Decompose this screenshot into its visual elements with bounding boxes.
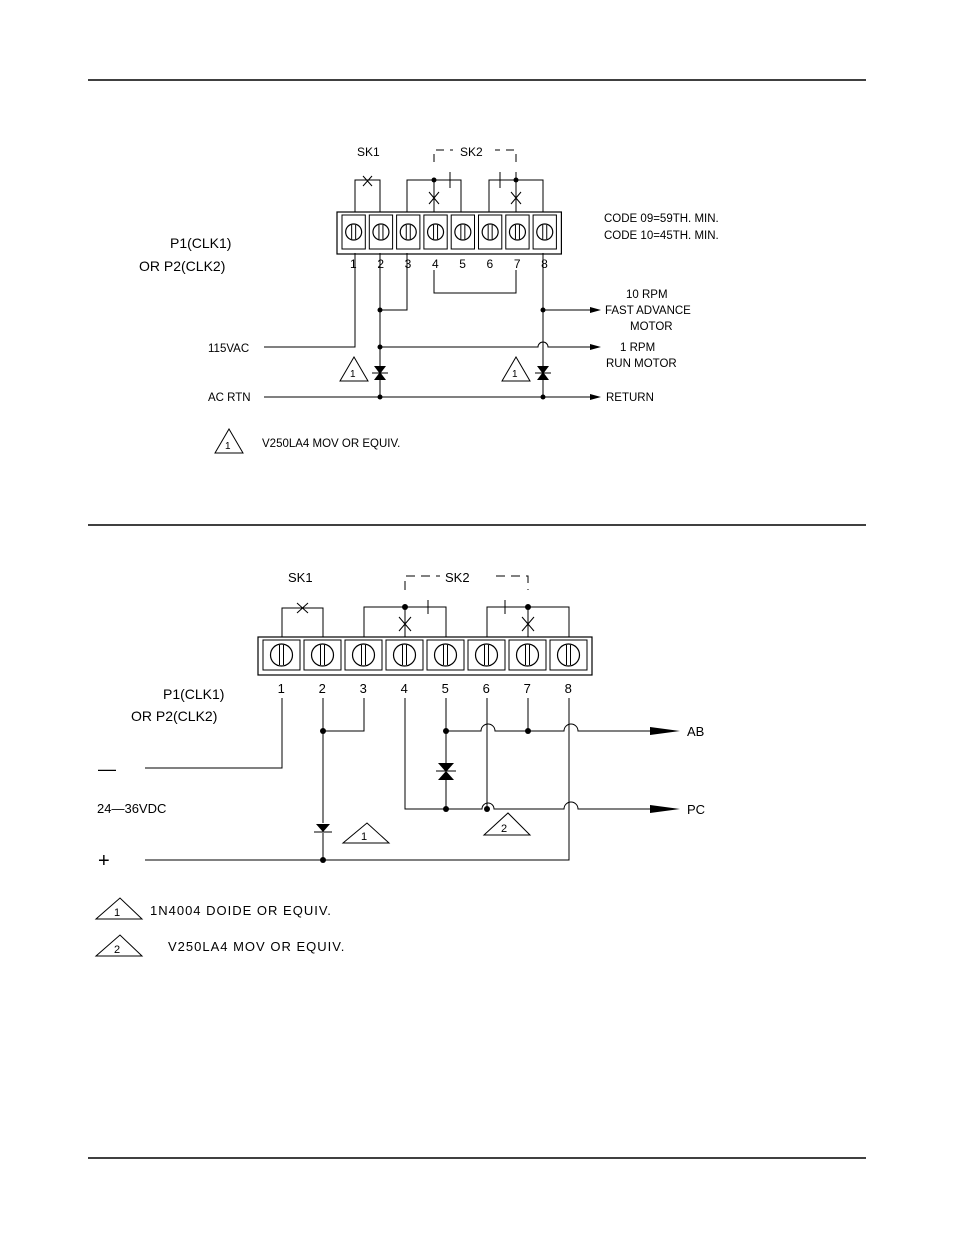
ac-note-triangle-text: 1: [225, 441, 231, 452]
dc-note1-triangle-text: 1: [114, 907, 120, 919]
dc-terminal-number-6: 6: [483, 681, 490, 696]
ac-run-motor-line2: RUN MOTOR: [606, 358, 677, 370]
ac-note-marker-1-text: 1: [350, 369, 356, 380]
ac-terminal-number-6: 6: [487, 257, 494, 271]
dc-wiring-diagram: SK1 SK2 1 2 3 4 5 6 7 8 P1(CLK1) OR P2(CLK2): [96, 567, 705, 956]
ac-sk1-label: SK1: [357, 145, 380, 159]
dc-terminal-number-1: 1: [278, 681, 285, 696]
ac-return-in-label: AC RTN: [208, 392, 251, 404]
dc-terminal-block: [258, 637, 592, 675]
ac-fast-motor-line1: 10 RPM: [626, 289, 668, 301]
dc-terminal-number-7: 7: [524, 681, 531, 696]
dc-output-ab: AB: [687, 724, 704, 739]
dc-terminal-numbers: 1 2 3 4 5 6 7 8: [278, 681, 572, 696]
dc-terminal-4: [386, 640, 423, 670]
dc-note1-text: 1N4004 DOIDE OR EQUIV.: [150, 903, 332, 918]
ac-terminal-4: [424, 215, 447, 249]
dc-connector-label-line2: OR P2(CLK2): [131, 708, 217, 724]
ac-note-marker-2-text: 1: [512, 369, 518, 380]
dc-voltage-label: 24—36VDC: [97, 801, 166, 816]
ac-connector-label-line2: OR P2(CLK2): [139, 258, 225, 274]
ac-terminal-number-3: 3: [405, 257, 412, 271]
dc-terminal-2: [304, 640, 341, 670]
ac-note-text: V250LA4 MOV OR EQUIV.: [262, 438, 400, 450]
dc-output-pc: PC: [687, 802, 705, 817]
dc-plus-label: +: [98, 850, 110, 872]
ac-wiring-diagram: SK1 SK2 1 2 3 4 5 6 7 8 P1(CLK1) OR P2(CLK2) CO…: [139, 142, 719, 453]
dc-terminal-5: [427, 640, 464, 670]
ac-terminal-3: [397, 215, 420, 249]
ac-terminal-8: [533, 215, 556, 249]
ac-code-line1: CODE 09=59TH. MIN.: [604, 213, 719, 225]
ac-code-line2: CODE 10=45TH. MIN.: [604, 230, 719, 242]
dc-note2-text: V250LA4 MOV OR EQUIV.: [168, 939, 345, 954]
dc-diode: [314, 824, 332, 832]
dc-note2-triangle-text: 2: [114, 944, 120, 956]
ac-terminal-number-7: 7: [514, 257, 521, 271]
ac-mov-2: [535, 366, 551, 380]
ac-terminal-number-5: 5: [459, 257, 466, 271]
ac-sk2-label: SK2: [460, 145, 483, 159]
dc-sk2-label: SK2: [445, 570, 470, 585]
ac-terminal-1: [342, 215, 365, 249]
ac-fast-motor-line2: FAST ADVANCE: [605, 305, 691, 317]
ac-terminal-number-2: 2: [377, 257, 384, 271]
dc-marker-2-text: 2: [501, 823, 507, 835]
dc-terminal-number-3: 3: [360, 681, 367, 696]
ac-input-label: 115VAC: [208, 343, 249, 355]
dc-connector-label-line1: P1(CLK1): [163, 686, 224, 702]
dc-terminal-6: [468, 640, 505, 670]
dc-marker-1-text: 1: [361, 831, 367, 843]
dc-terminal-number-8: 8: [565, 681, 572, 696]
ac-terminal-block: [337, 212, 561, 254]
ac-terminal-number-4: 4: [432, 257, 439, 271]
ac-terminal-number-1: 1: [350, 257, 357, 271]
ac-fast-motor-line3: MOTOR: [630, 321, 673, 333]
ac-terminal-6: [479, 215, 502, 249]
dc-terminal-7: [509, 640, 546, 670]
ac-return-out-label: RETURN: [606, 392, 654, 404]
dc-terminal-8: [550, 640, 587, 670]
ac-terminal-7: [506, 215, 529, 249]
ac-mov-1: [372, 366, 388, 380]
ac-terminal-2: [369, 215, 392, 249]
ac-terminal-number-8: 8: [541, 257, 548, 271]
dc-terminal-number-5: 5: [442, 681, 449, 696]
ac-run-motor-line1: 1 RPM: [620, 342, 655, 354]
dc-terminal-number-4: 4: [401, 681, 408, 696]
dc-terminal-1: [263, 640, 300, 670]
dc-mov: [436, 763, 456, 780]
ac-terminal-5: [451, 215, 474, 249]
dc-terminal-3: [345, 640, 382, 670]
ac-connector-label-line1: P1(CLK1): [170, 235, 231, 251]
dc-minus-label: —: [98, 759, 116, 779]
dc-terminal-number-2: 2: [319, 681, 326, 696]
dc-sk1-label: SK1: [288, 570, 313, 585]
